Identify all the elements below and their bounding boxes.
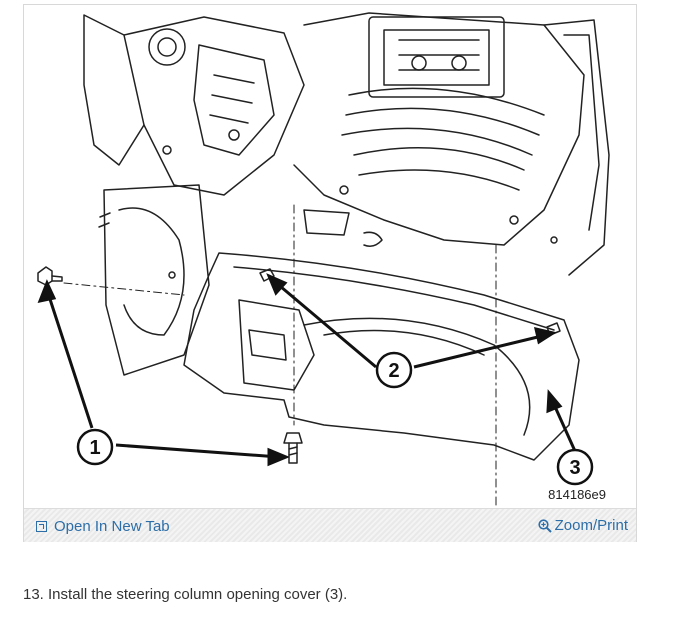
callout-2-label: 2 bbox=[388, 360, 399, 382]
callout-3-circle bbox=[556, 448, 594, 486]
step-instruction: 13. Install the steering column opening … bbox=[23, 586, 348, 603]
magnifier-plus-icon bbox=[538, 518, 552, 533]
figure-code: 814186e9 bbox=[548, 487, 606, 502]
zoom-print-label: Zoom/Print bbox=[554, 517, 628, 534]
callout-3-label: 3 bbox=[569, 457, 580, 479]
diagram-illustration: 1 2 3 814186e9 bbox=[37, 12, 610, 506]
callout-1-label: 1 bbox=[89, 437, 100, 459]
external-link-icon bbox=[36, 521, 47, 532]
figure-frame: 1 2 3 814186e9 Open In New Tab Zoom/Prin… bbox=[23, 4, 637, 542]
figure-toolbar: Open In New Tab Zoom/Print bbox=[24, 508, 636, 542]
zoom-print-link[interactable]: Zoom/Print bbox=[538, 517, 628, 534]
open-in-new-tab-link[interactable]: Open In New Tab bbox=[36, 518, 170, 535]
callout-2-circle bbox=[375, 351, 413, 389]
callout-1-circle bbox=[76, 428, 114, 466]
open-in-new-tab-label: Open In New Tab bbox=[54, 518, 170, 535]
